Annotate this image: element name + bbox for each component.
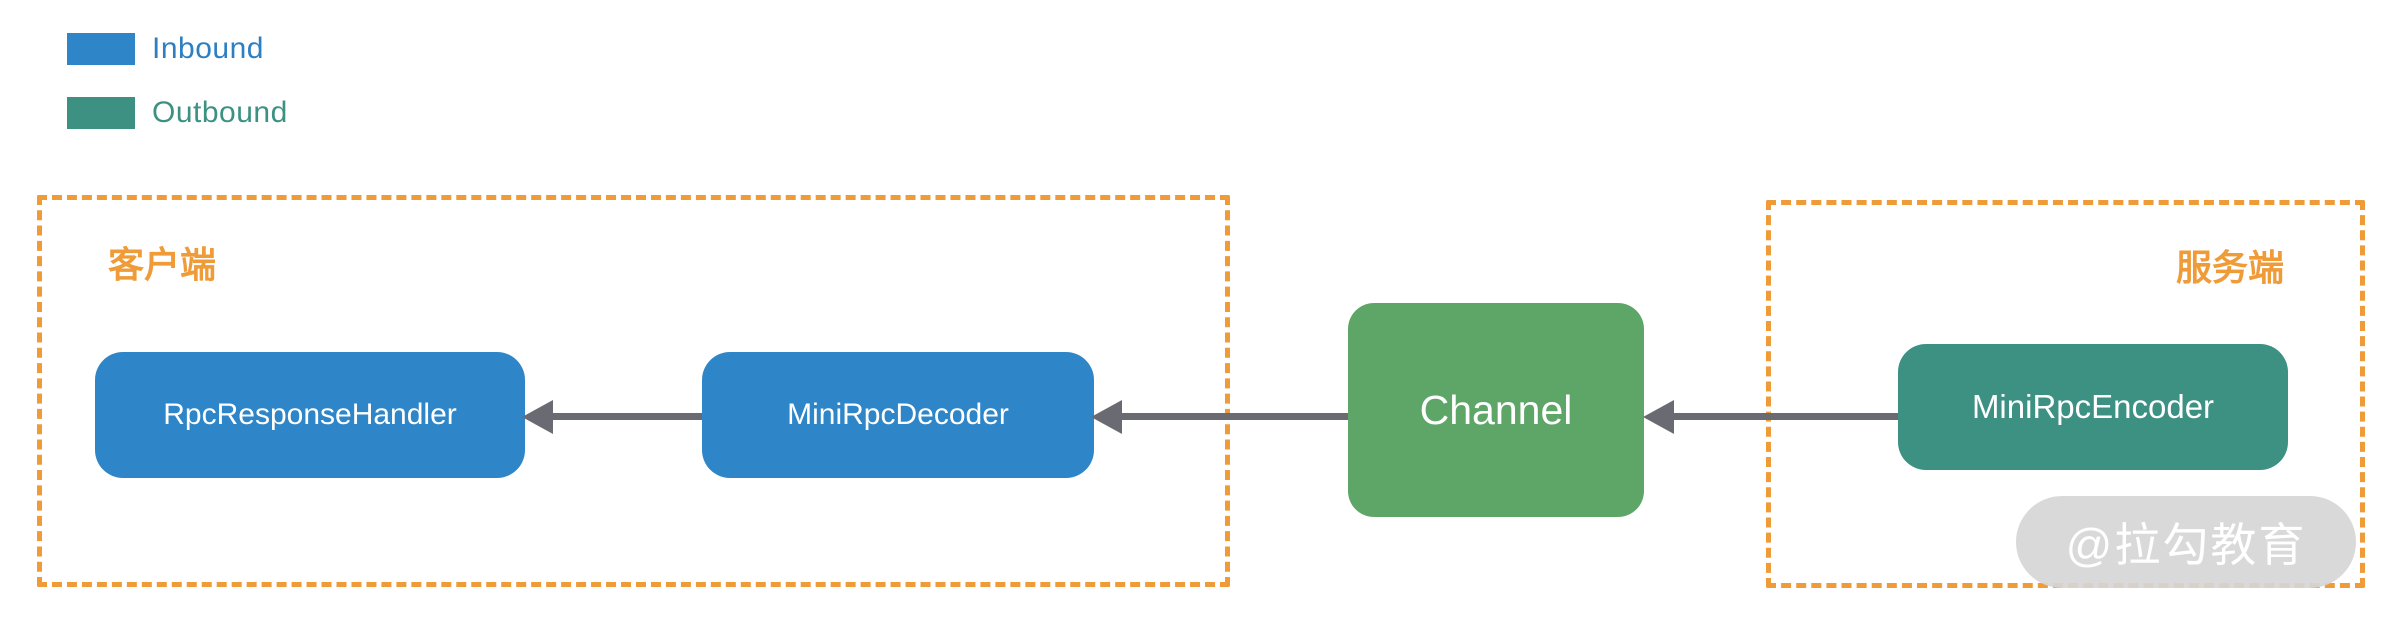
node-rpc-response-handler: RpcResponseHandler <box>95 352 525 478</box>
legend-label-outbound: Outbound <box>152 96 288 129</box>
arrow-line-decoder-to-handler <box>551 413 702 420</box>
arrow-line-encoder-to-channel <box>1672 413 1898 420</box>
arrowhead-left-icon <box>1091 400 1122 434</box>
node-mini-rpc-decoder-label: MiniRpcDecoder <box>787 398 1009 431</box>
outbound-color-swatch <box>67 97 135 129</box>
node-channel: Channel <box>1348 303 1644 517</box>
node-rpc-response-handler-label: RpcResponseHandler <box>163 398 457 431</box>
watermark-badge: @拉勾教育 <box>2016 496 2356 588</box>
arrowhead-left-icon <box>522 400 553 434</box>
arrow-line-channel-to-decoder <box>1120 413 1348 420</box>
server-group-label: 服务端 <box>2175 247 2284 288</box>
client-group-label: 客户端 <box>108 244 217 285</box>
client-group-box: 客户端 <box>37 195 1230 587</box>
node-mini-rpc-encoder-label: MiniRpcEncoder <box>1971 388 2215 425</box>
node-channel-label: Channel <box>1419 386 1573 433</box>
arrowhead-left-icon <box>1643 400 1674 434</box>
node-mini-rpc-decoder: MiniRpcDecoder <box>702 352 1094 478</box>
node-mini-rpc-encoder: MiniRpcEncoder <box>1898 344 2288 470</box>
legend-label-inbound: Inbound <box>152 32 264 65</box>
inbound-color-swatch <box>67 33 135 65</box>
watermark-text: @拉勾教育 <box>2065 519 2307 571</box>
